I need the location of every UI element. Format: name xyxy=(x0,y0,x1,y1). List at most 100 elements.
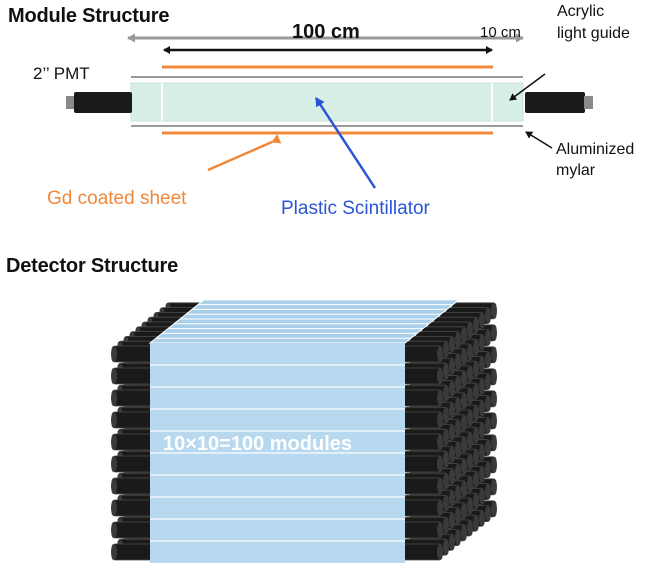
pmt-right-cap-0-1 xyxy=(443,341,449,358)
pmt-right-cap-2-9 xyxy=(491,346,497,363)
pmt-right-cap-1-4 xyxy=(461,348,467,365)
pmt-right-cap-8-5 xyxy=(467,498,473,514)
pmt-right-cap-7-9 xyxy=(491,456,497,473)
pmt-right-cap-0-4 xyxy=(461,326,467,343)
light-guide-label-1: Acrylic xyxy=(557,3,605,20)
pmt-left-cap-0-0 xyxy=(111,346,117,362)
length-100cm-label: 100 cm xyxy=(292,21,360,43)
pmt-right-cap-0-0 xyxy=(437,346,443,362)
pmt-left-cap-1-0 xyxy=(111,368,117,384)
pmt-right-cap-2-0 xyxy=(437,390,443,406)
pmt-right-cap-3-0 xyxy=(437,412,443,428)
pmt-right-cap-0-7 xyxy=(479,312,485,329)
pmt-right-cap-4-4 xyxy=(461,414,467,431)
pmt-right-cap-2-7 xyxy=(479,356,485,373)
pmt-right-cap-4-9 xyxy=(491,390,497,407)
pmt-right-cap-7-2 xyxy=(449,490,455,507)
pmt-right-cap-5-5 xyxy=(467,432,473,448)
modules-count-label: 10×10=100 modules xyxy=(163,433,353,455)
pmt-right-pins xyxy=(584,96,593,109)
pmt-right-cap-9-0 xyxy=(437,544,443,560)
pmt-right-cap-9-4 xyxy=(461,524,467,541)
pmt-right-cap-9-2 xyxy=(449,534,455,551)
gd-sheet-pointer xyxy=(207,134,282,172)
pmt-right-cap-1-7 xyxy=(479,334,485,351)
pmt-right-cap-4-6 xyxy=(473,405,479,422)
detector-structure-heading: Detector Structure xyxy=(6,255,178,277)
pmt-right-cap-3-8 xyxy=(485,373,491,390)
pmt-right-cap-0-8 xyxy=(485,307,491,324)
pmt-right-cap-0-5 xyxy=(467,322,473,338)
pmt-right-cap-4-1 xyxy=(443,429,449,446)
pmt-right-cap-5-1 xyxy=(443,451,449,468)
pmt-right-cap-6-6 xyxy=(473,449,479,466)
pmt-right-cap-5-9 xyxy=(491,412,497,429)
pmt-right-cap-4-7 xyxy=(479,400,485,417)
pmt-right-cap-3-7 xyxy=(479,378,485,395)
pmt-right-cap-7-7 xyxy=(479,466,485,483)
pmt-left-pins xyxy=(66,96,75,109)
pmt-right-cap-5-4 xyxy=(461,436,467,453)
pmt-right-cap-8-0 xyxy=(437,522,443,538)
pmt-right-cap-3-1 xyxy=(443,407,449,424)
pmt-right-cap-8-2 xyxy=(449,512,455,529)
pmt-right-cap-9-7 xyxy=(479,510,485,527)
pmt-right-cap-6-9 xyxy=(491,434,497,451)
pmt-right-cap-3-5 xyxy=(467,388,473,404)
pmt-left-cap-9-0 xyxy=(111,544,117,560)
pmt-right-cap-3-9 xyxy=(491,368,497,385)
pmt-right-cap-8-7 xyxy=(479,488,485,505)
pmt-right-cap-7-3 xyxy=(455,485,461,502)
pmt-right-cap-7-4 xyxy=(461,480,467,497)
module-structure-heading: Module Structure xyxy=(8,5,170,27)
pmt-left-cap-3-0 xyxy=(111,412,117,428)
pmt-right-cap-2-6 xyxy=(473,361,479,378)
pmt-right-cap-9-5 xyxy=(467,520,473,536)
pmt-right-cap-8-8 xyxy=(485,483,491,500)
pmt-right-cap-1-8 xyxy=(485,329,491,346)
scintillator-pointer xyxy=(314,97,377,189)
pmt-right-cap-1-2 xyxy=(449,358,455,375)
pmt-right-cap-2-8 xyxy=(485,351,491,368)
pmt-right-cap-8-3 xyxy=(455,507,461,524)
pmt-left-cap-6-0 xyxy=(111,478,117,494)
pmt-right-cap-3-4 xyxy=(461,392,467,409)
pmt-right-cap-9-6 xyxy=(473,515,479,532)
pmt-right-cap-2-4 xyxy=(461,370,467,387)
pmt-right-cap-2-2 xyxy=(449,380,455,397)
pmt-right-cap-1-1 xyxy=(443,363,449,380)
pmt-right-cap-2-3 xyxy=(455,375,461,392)
mylar-pointer xyxy=(525,131,553,149)
pmt-right-cap-2-5 xyxy=(467,366,473,382)
pmt-right-cap-5-3 xyxy=(455,441,461,458)
pmt-right-cap-3-2 xyxy=(449,402,455,419)
pmt-right-cap-6-1 xyxy=(443,473,449,490)
gd-sheet-label: Gd coated sheet xyxy=(47,188,187,209)
length-10cm-label: 10 cm xyxy=(480,24,521,41)
pmt-right-cap-8-4 xyxy=(461,502,467,519)
pmt-right-cap-6-5 xyxy=(467,454,473,470)
pmt-left-cap-5-0 xyxy=(111,456,117,472)
pmt-right-cap-2-1 xyxy=(443,385,449,402)
pmt-right-cap-0-9 xyxy=(491,302,497,319)
light-guide-pointer xyxy=(509,73,546,101)
pmt-right-cap-9-1 xyxy=(443,539,449,556)
pmt-right-cap-0-2 xyxy=(449,336,455,353)
pmt-right-cap-5-6 xyxy=(473,427,479,444)
pmt-right-cap-4-2 xyxy=(449,424,455,441)
pmt-right-cap-8-1 xyxy=(443,517,449,534)
pmt-right-cap-5-8 xyxy=(485,417,491,434)
detector-top-face xyxy=(148,299,461,344)
pmt-right-cap-1-3 xyxy=(455,353,461,370)
mylar-label-1: Aluminized xyxy=(556,141,635,158)
pmt-right-cap-4-8 xyxy=(485,395,491,412)
pmt-right-cap-1-5 xyxy=(467,344,473,360)
pmt-right-cap-5-0 xyxy=(437,456,443,472)
pmt-left-cap-4-0 xyxy=(111,434,117,450)
pmt-right-cap-5-2 xyxy=(449,446,455,463)
pmt-right-cap-1-6 xyxy=(473,339,479,356)
pmt-right-cap-9-8 xyxy=(485,505,491,522)
pmt-right-cap-9-3 xyxy=(455,529,461,546)
pmt-right-cap-1-9 xyxy=(491,324,497,341)
